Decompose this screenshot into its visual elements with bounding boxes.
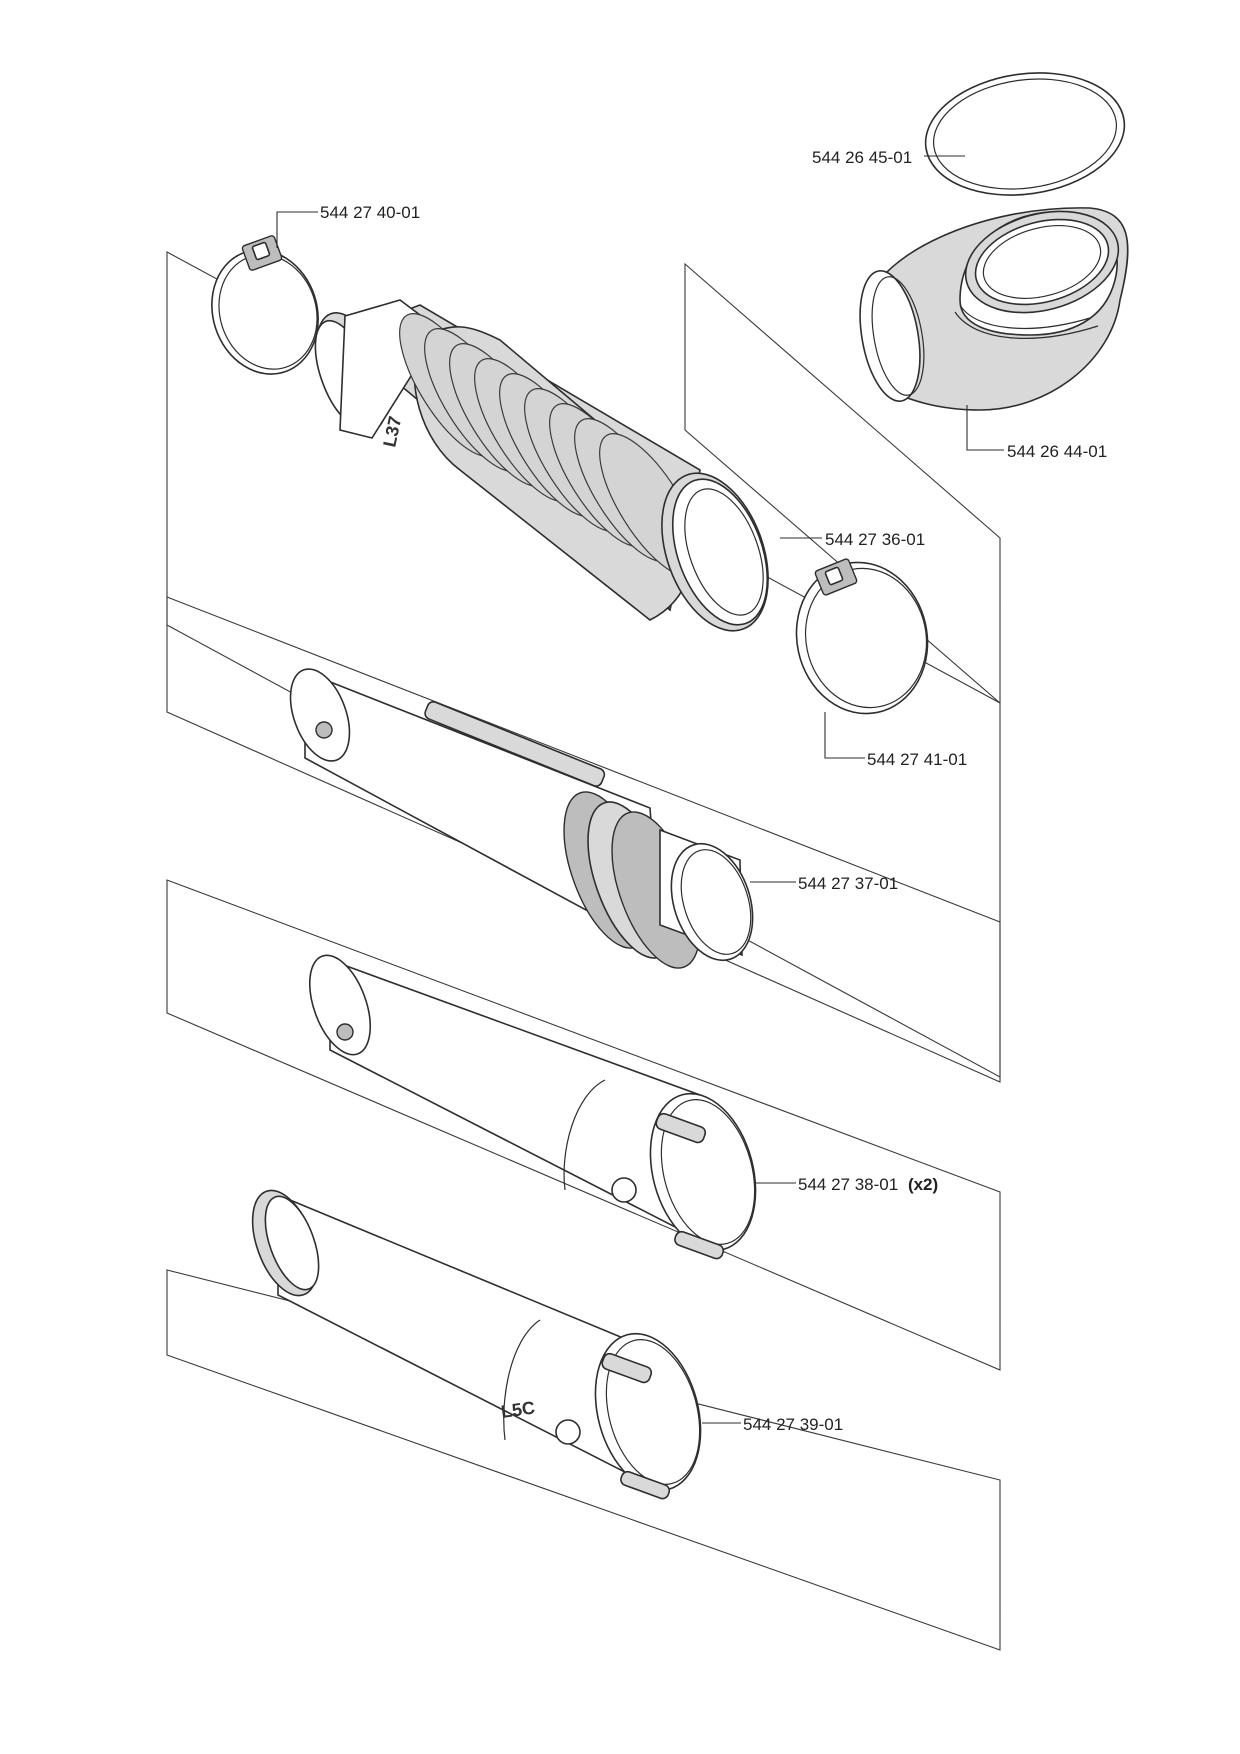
- elbow-part[interactable]: [851, 195, 1130, 411]
- label-elbow: 544 26 44-01: [1007, 442, 1107, 461]
- nozzle-marking: L5C: [500, 1397, 536, 1422]
- nozzle-tube[interactable]: L5C: [240, 1182, 717, 1502]
- label-nozzle: 544 27 39-01: [743, 1415, 843, 1434]
- label-clamp-lower: 544 27 41-01: [867, 750, 967, 769]
- plane-tube-middle: [166, 879, 1001, 1371]
- bellows-ribs: [399, 313, 701, 577]
- plane-elbow: [684, 262, 1001, 705]
- bellows-hose[interactable]: L37: [303, 299, 789, 646]
- plane-nozzle: [166, 1269, 1001, 1651]
- assembly-planes: [166, 251, 1001, 1651]
- quantity-badge: (x2): [908, 1175, 938, 1194]
- gasket-ring[interactable]: [918, 61, 1133, 208]
- hose-clamp-top[interactable]: [196, 235, 334, 388]
- label-clamp-top: 544 27 40-01: [320, 203, 420, 222]
- leader-lines: [276, 155, 1004, 1424]
- label-tube-upper: 544 27 37-01: [798, 874, 898, 893]
- tube-middle[interactable]: [298, 947, 772, 1262]
- plane-tube-upper: [166, 596, 1001, 1083]
- label-gasket: 544 26 45-01: [812, 148, 912, 167]
- label-tube-middle: 544 27 38-01 (x2): [798, 1175, 938, 1194]
- tube-upper[interactable]: [279, 661, 767, 979]
- callout-labels: 544 26 45-01 544 27 40-01 544 26 44-01 5…: [320, 148, 1107, 1434]
- label-bellows: 544 27 36-01: [825, 530, 925, 549]
- hose-clamp-lower[interactable]: [783, 550, 942, 726]
